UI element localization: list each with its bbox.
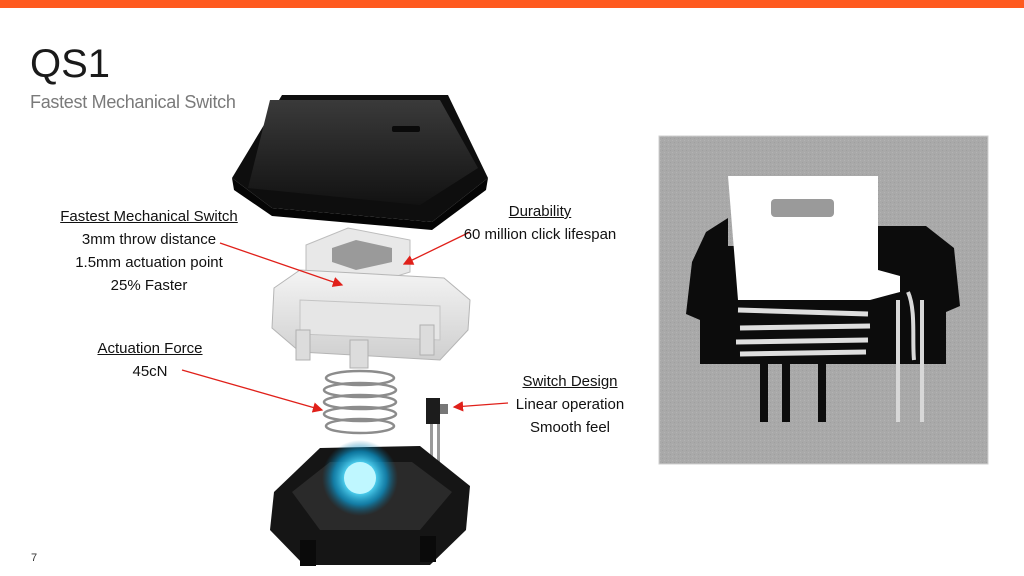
callout-arrows xyxy=(181,231,509,413)
callout-actuation-heading: Actuation Force xyxy=(97,340,203,357)
callout-actuation-line: 45cN xyxy=(132,363,168,380)
spring-image xyxy=(322,369,398,435)
callout-design-heading: Switch Design xyxy=(522,373,618,390)
callout-fastest-heading: Fastest Mechanical Switch xyxy=(60,208,238,225)
callout-durability-line: 60 million click lifespan xyxy=(463,226,617,243)
callout-fastest-line: 3mm throw distance xyxy=(81,231,217,248)
callout-durability: Durability 60 million click lifespan xyxy=(448,200,632,246)
housing-top-image xyxy=(271,269,471,369)
callout-fastest-line: 1.5mm actuation point xyxy=(75,254,223,271)
accent-top-bar xyxy=(0,0,1024,8)
slide-title: QS1 xyxy=(30,42,111,86)
callout-actuation: Actuation Force 45cN xyxy=(80,337,220,383)
cross-section-panel xyxy=(658,135,989,465)
callout-design: Switch Design Linear operation Smooth fe… xyxy=(500,370,640,439)
keycap-image xyxy=(232,95,488,230)
callout-fastest-line: 25% Faster xyxy=(110,277,188,294)
callout-design-line: Smooth feel xyxy=(529,419,611,436)
callout-fastest: Fastest Mechanical Switch 3mm throw dist… xyxy=(48,205,250,297)
callout-design-line: Linear operation xyxy=(515,396,625,413)
page-number: 7 xyxy=(31,552,38,564)
callout-durability-heading: Durability xyxy=(508,203,572,220)
slide-subtitle: Fastest Mechanical Switch xyxy=(30,92,236,112)
housing-bottom-image xyxy=(270,440,470,566)
contact-leaf-image xyxy=(426,398,448,468)
